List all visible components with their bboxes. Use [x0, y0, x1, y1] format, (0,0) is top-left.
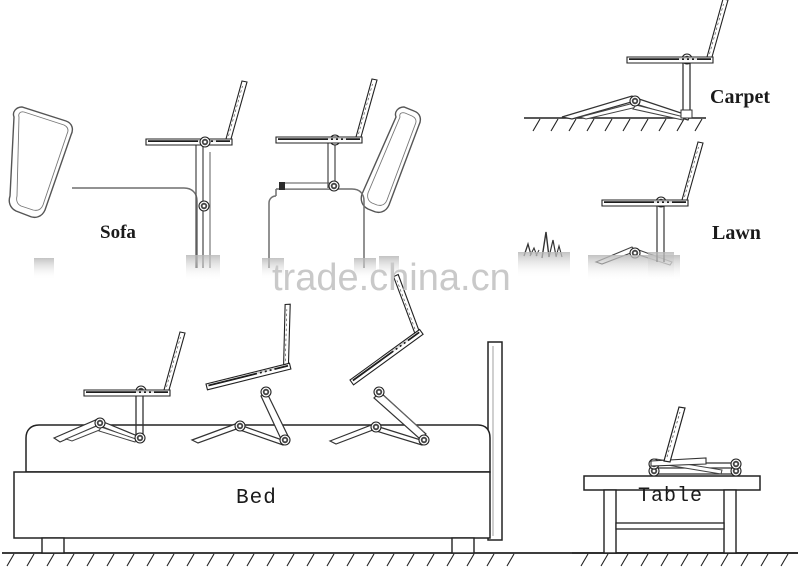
- carpet-laptop: [626, 0, 729, 64]
- sofa-right-seat: [268, 188, 365, 268]
- sofa-left-stand-shadow: [186, 255, 220, 281]
- sofa-left-seat: [72, 187, 198, 268]
- lawn-grass-shadow: [518, 252, 570, 278]
- lawn-column-shadow: [648, 252, 674, 280]
- carpet-ground-hatching: [532, 118, 703, 132]
- bed-legs: [41, 537, 475, 554]
- bed-base: [13, 471, 491, 539]
- sofa-mid-shadow: [262, 258, 284, 280]
- bed-stand-position-2: [190, 302, 307, 446]
- bed-stand-position-1: [52, 331, 186, 444]
- lawn-laptop: [601, 141, 704, 207]
- carpet-stand-column: [680, 53, 693, 119]
- sofa-left-laptop: [145, 80, 248, 146]
- carpet-stand-base: [561, 95, 691, 121]
- scene-sofa: [8, 78, 422, 281]
- table-stand-folded: [648, 406, 742, 477]
- scene-lawn: [518, 141, 704, 281]
- table-top: [583, 475, 761, 491]
- sofa-right-shadow: [379, 256, 399, 280]
- bed-floor-hatching: [6, 553, 515, 567]
- scene-carpet: [524, 0, 729, 132]
- bed-stand-position-3: [315, 273, 436, 446]
- sofa-right-laptop: [275, 78, 378, 144]
- scene-table: [572, 406, 798, 567]
- sofa-left-stand: [195, 145, 211, 268]
- sofa-left-backrest: [8, 106, 74, 219]
- sofa-right-stand: [279, 134, 341, 192]
- sofa-mid-shadow-2: [354, 258, 376, 280]
- table-legs: [603, 489, 737, 554]
- table-floor-hatching: [580, 553, 789, 567]
- bed-laptop-1: [83, 331, 186, 397]
- sofa-right-backrest: [360, 106, 422, 214]
- sofa-left-shadow: [34, 258, 54, 280]
